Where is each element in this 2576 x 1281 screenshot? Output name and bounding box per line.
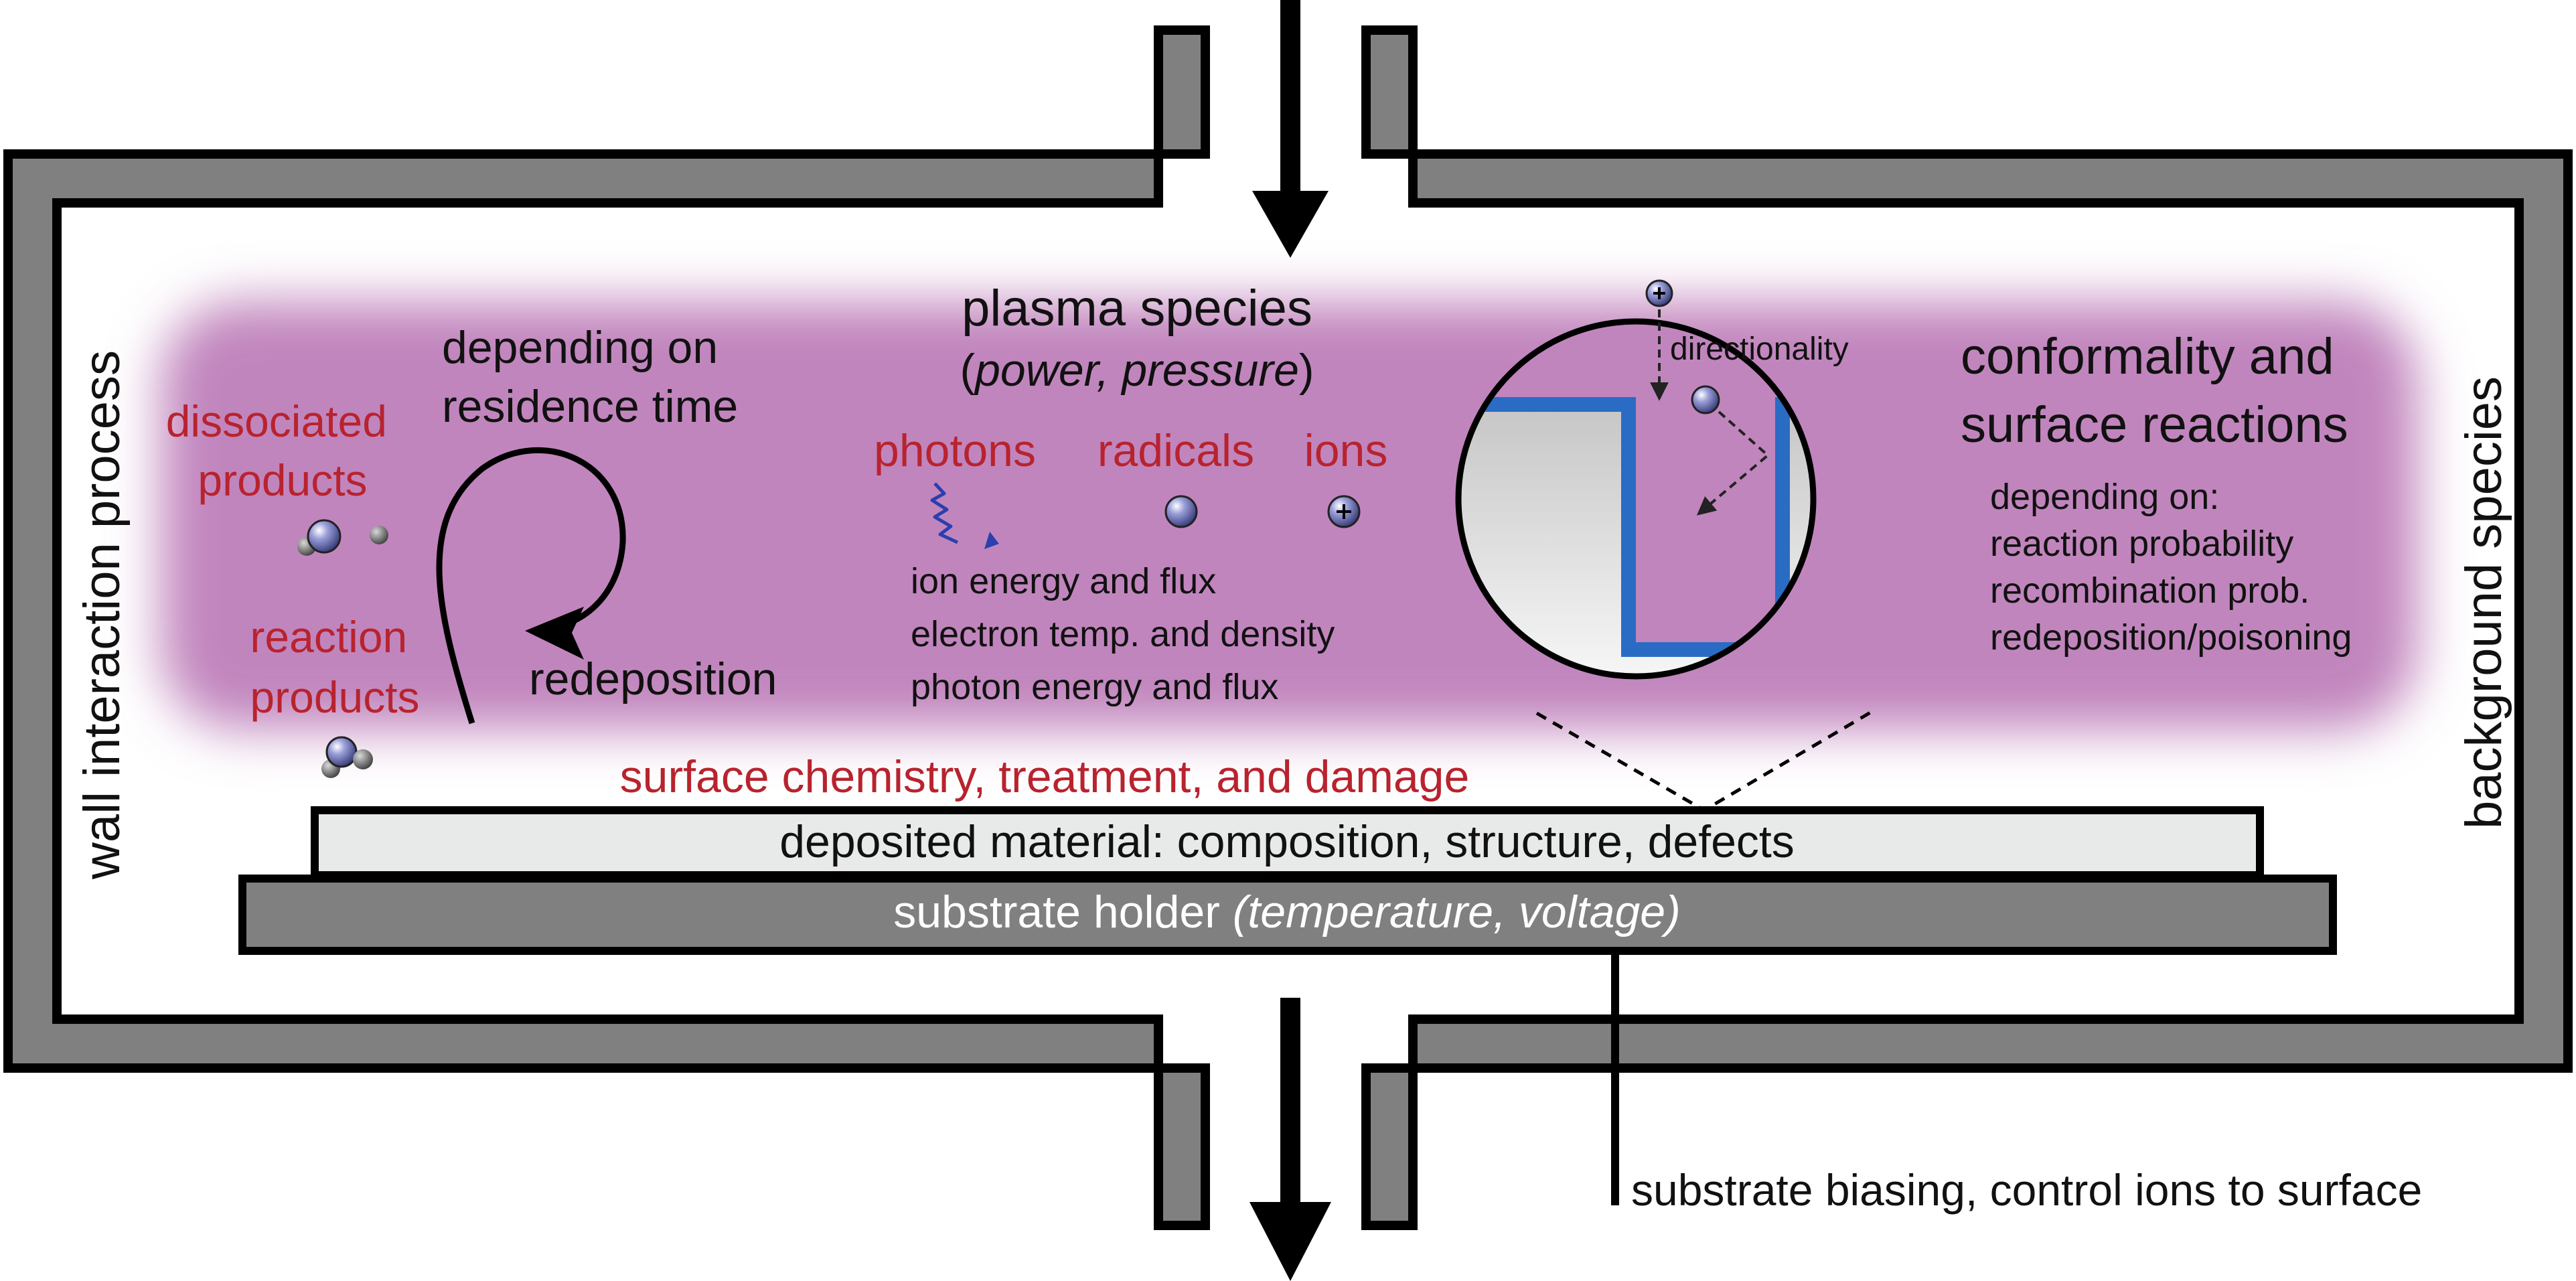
deposited-material-label: deposited material: composition, structu… [779,816,1795,867]
gas-inlet-arrow [1252,0,1329,258]
radicals-label: radicals [1097,425,1254,476]
wall-interaction-label: wall interaction process [74,350,131,880]
radical-scatter-path [1696,410,1770,516]
plasma-conditions: (power, pressure) [960,345,1314,396]
parameter-item: photon energy and flux [911,667,1278,707]
depending-item: recombination prob. [1990,571,2309,611]
directionality-label: directionality [1670,331,1849,367]
dissociated-molecule [297,519,388,556]
magnifier-outline [1455,318,1817,680]
substrate-holder: substrate holder (temperature, voltage) [238,875,2337,955]
trench-magnifier: directionality [1455,279,1876,812]
substrate-holder-label: substrate holder (temperature, voltage) [893,887,1681,937]
radical-in-lens [1691,385,1720,415]
residence-time-label: depending on residence time [442,322,738,432]
redeposition-arrowhead [525,607,584,660]
depending-item: reaction probability [1990,524,2293,564]
photon-icon [930,482,999,549]
parameter-item: ion energy and flux [911,561,1216,601]
conformality-title: conformality and surface reactions [1961,328,2348,453]
plasma-species-title: plasma species [962,280,1312,337]
ion-icon [1327,495,1361,528]
magnifier-cone [1535,708,1876,812]
substrate-biasing-label: substrate biasing, control ions to surfa… [1631,1165,2422,1215]
depending-item: redeposition/poisoning [1990,617,2352,658]
radical-icon [1164,495,1198,528]
conformality-depending-list: depending on: reaction probability recom… [1990,477,2352,658]
chamber-wall-right [1361,25,2573,1230]
redeposition-label: redeposition [529,654,777,704]
dissociated-products-label: dissociated products [166,396,400,505]
chamber-walls [3,25,2573,1230]
redeposition-loop-arrow [436,447,626,725]
plasma-glow [161,301,2417,730]
background-species-label: background species [2455,376,2512,829]
ions-label: ions [1304,425,1388,476]
reaction-molecule [321,736,373,778]
reaction-products-label: reaction products [250,612,419,722]
plasma-parameters: ion energy and flux electron temp. and d… [911,561,1345,707]
depending-item: depending on: [1990,477,2219,517]
gas-outlet-arrow [1249,998,1331,1281]
deposited-material-layer: deposited material: composition, structu… [311,806,2264,879]
parameter-item: electron temp. and density [911,614,1335,654]
photons-label: photons [874,425,1036,476]
ion-in-lens [1645,279,1673,307]
surface-chemistry-label: surface chemistry, treatment, and damage [620,751,1470,802]
chamber-wall-left [3,25,1210,1230]
